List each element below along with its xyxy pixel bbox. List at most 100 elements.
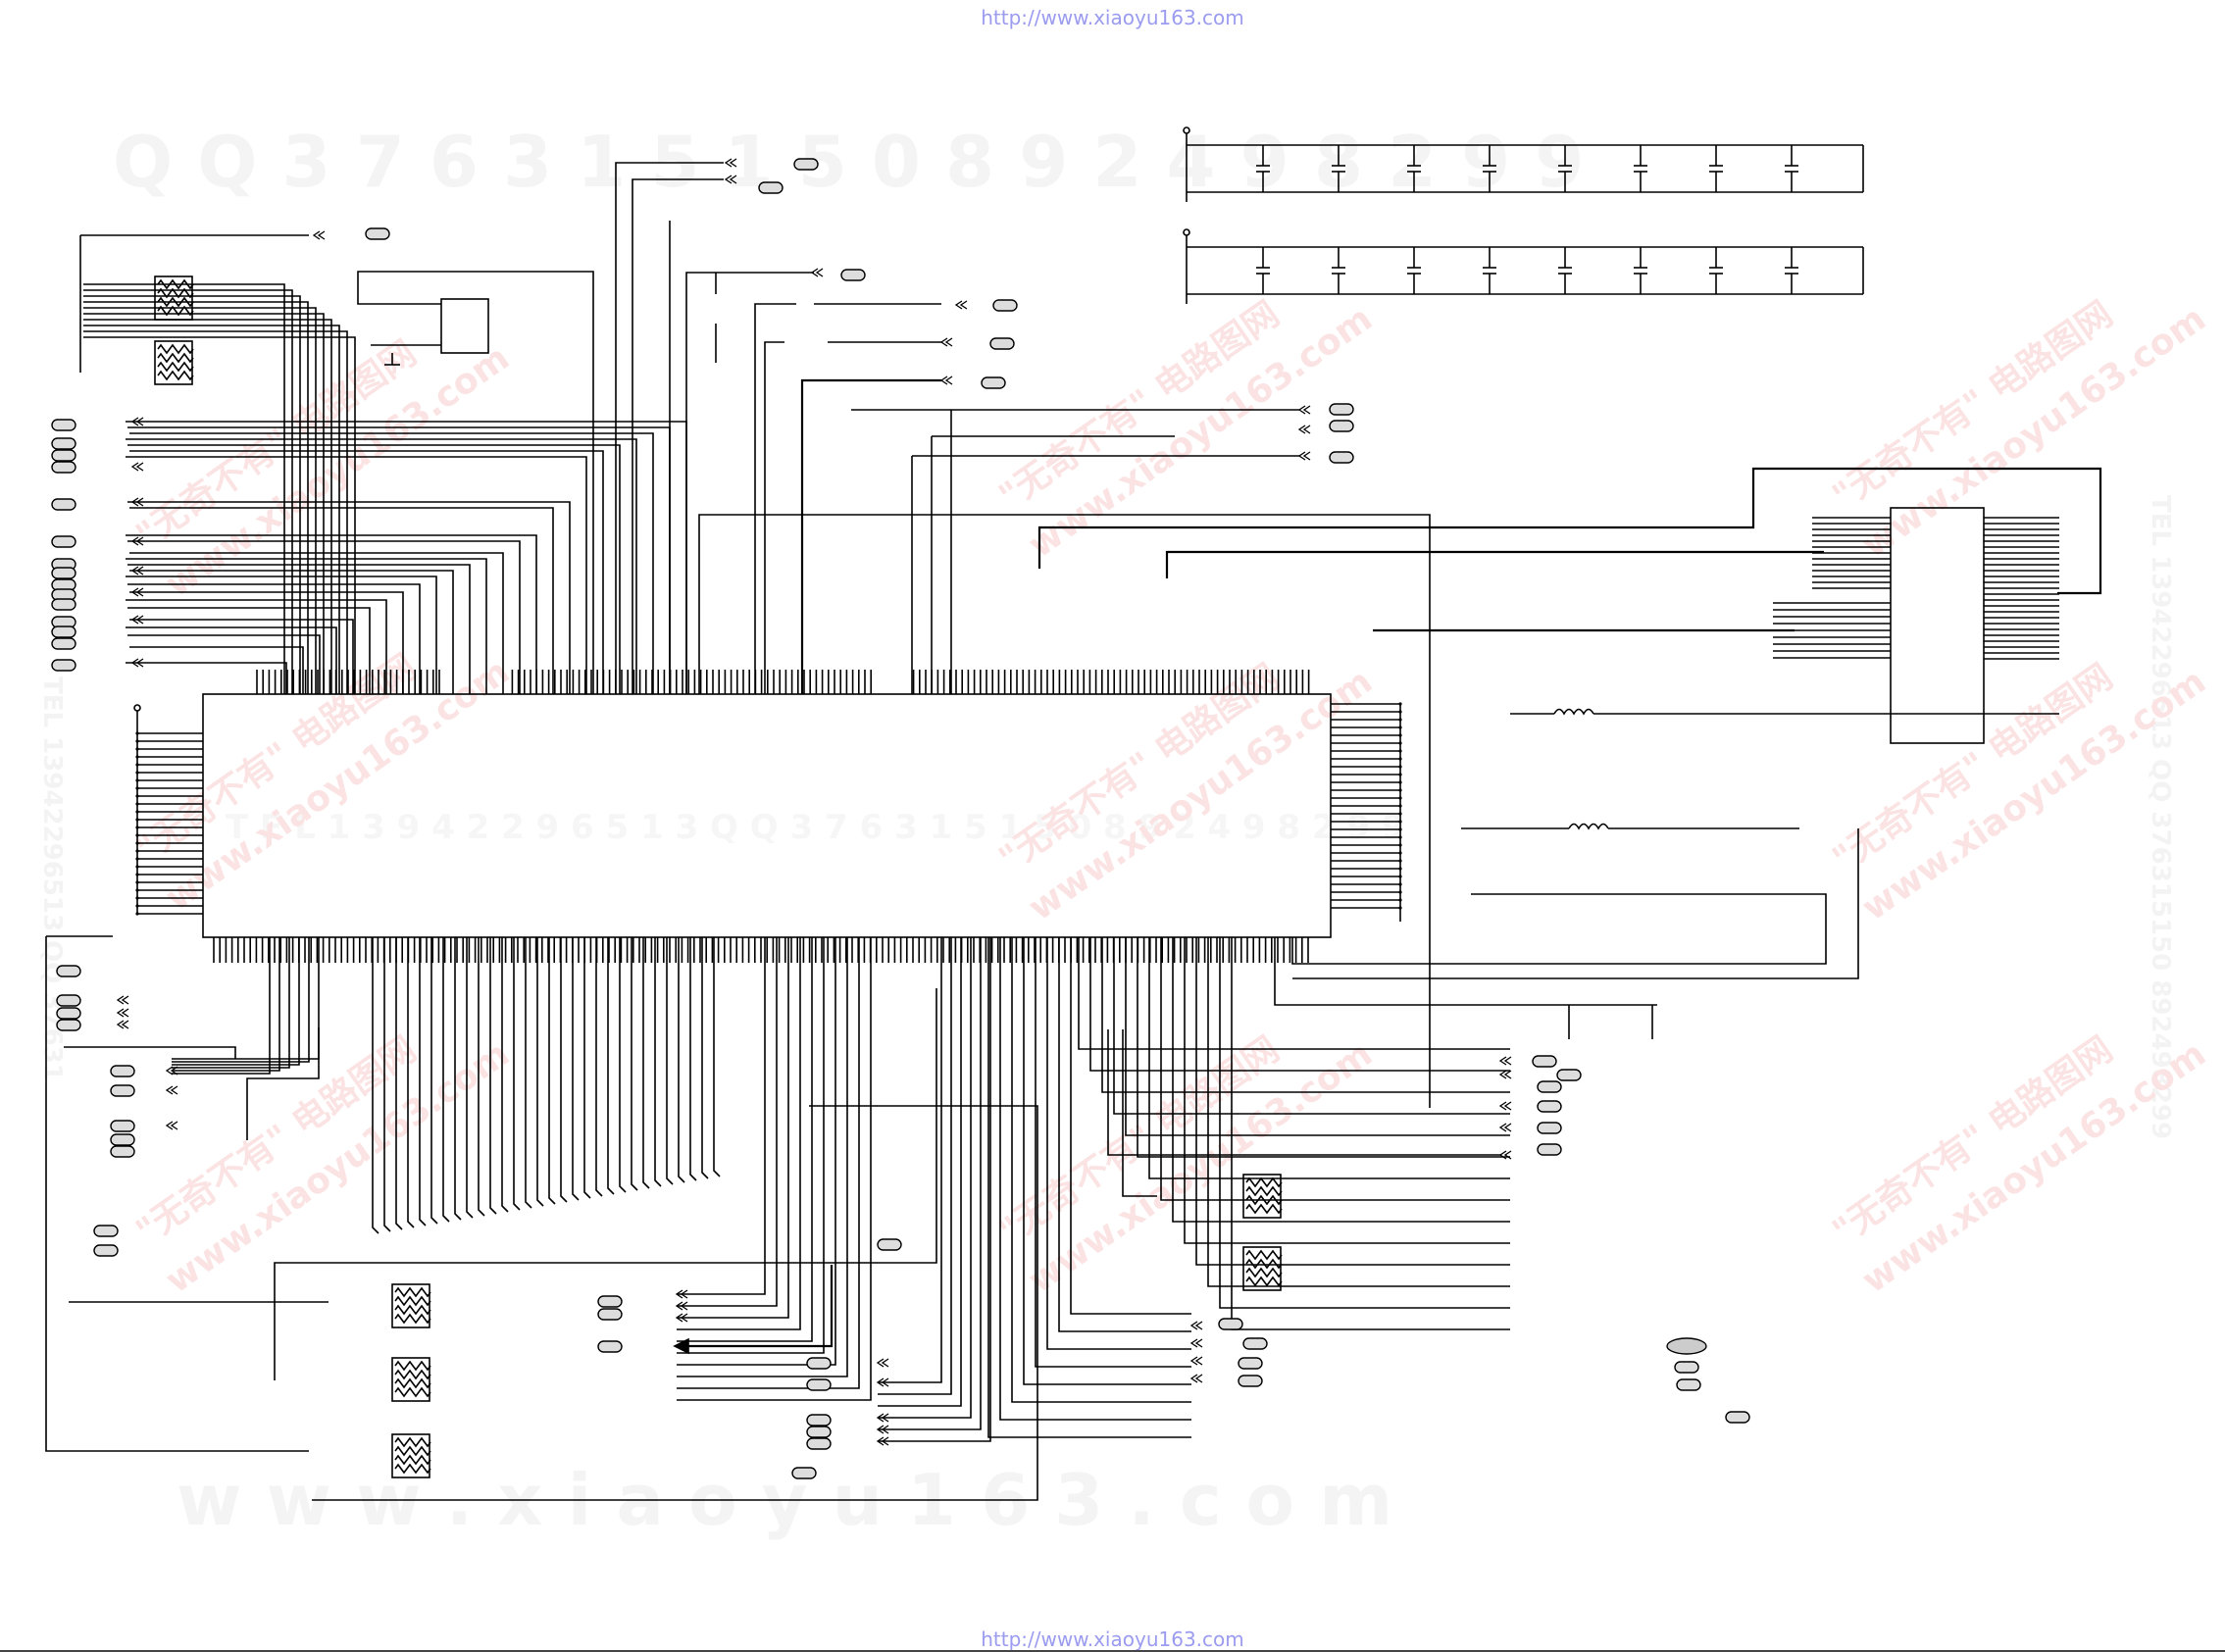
port-arrow xyxy=(939,337,948,347)
port-arrow xyxy=(675,1301,683,1311)
port-arrow xyxy=(116,1008,125,1018)
port-arrow xyxy=(1297,405,1306,415)
port-arrow xyxy=(876,1436,885,1446)
right-ic-body xyxy=(1890,507,1985,744)
port-marker-oval xyxy=(93,1225,119,1237)
port-arrow xyxy=(810,268,819,277)
port-marker-oval xyxy=(110,1120,135,1132)
port-marker-oval xyxy=(51,659,76,672)
port-marker-oval xyxy=(981,376,1006,389)
port-marker-oval xyxy=(56,965,81,977)
port-arrow xyxy=(1189,1321,1198,1330)
port-marker-oval xyxy=(806,1378,832,1391)
port-arrow xyxy=(675,1313,683,1323)
port-marker-oval xyxy=(365,227,390,240)
port-marker-oval xyxy=(1537,1122,1562,1134)
port-marker-oval xyxy=(758,181,784,194)
port-marker-oval xyxy=(791,1467,817,1479)
port-arrow xyxy=(1297,451,1306,461)
port-arrow xyxy=(1189,1356,1198,1366)
ic-bottom-pin-group xyxy=(213,937,1309,963)
port-marker-oval xyxy=(1329,451,1354,464)
port-marker-oval xyxy=(51,461,76,474)
port-arrow xyxy=(675,1289,683,1299)
port-marker-oval xyxy=(1242,1337,1268,1350)
port-arrow xyxy=(130,497,139,507)
port-arrow xyxy=(1498,1123,1507,1132)
port-arrow xyxy=(954,300,963,310)
port-marker-oval xyxy=(806,1437,832,1450)
port-marker-oval xyxy=(51,567,76,579)
port-marker-oval xyxy=(1238,1357,1263,1370)
small-ic-top xyxy=(440,298,489,354)
port-arrow xyxy=(165,1066,174,1076)
port-marker-oval xyxy=(51,498,76,511)
port-marker-oval xyxy=(93,1244,119,1257)
port-arrow xyxy=(165,1121,174,1130)
watermark-qq-top: Q Q 3 7 6 3 1 5 1 5 0 8 9 2 4 9 8 2 9 9 xyxy=(113,121,1584,203)
port-marker-oval xyxy=(1532,1055,1557,1068)
resistor-array-7 xyxy=(1242,1246,1282,1291)
ic-right-pin-group xyxy=(1331,702,1402,922)
port-arrow xyxy=(130,462,139,472)
resistor-array-6 xyxy=(1242,1174,1282,1219)
port-arrow xyxy=(116,1020,125,1029)
port-arrow xyxy=(1297,425,1306,434)
bottom-border xyxy=(0,1650,2225,1652)
port-marker-oval xyxy=(806,1414,832,1427)
port-arrow xyxy=(876,1358,885,1368)
port-arrow xyxy=(1189,1374,1198,1383)
bottom-bus-lines xyxy=(172,937,1510,1442)
highlight-oval xyxy=(1666,1337,1707,1355)
port-arrow xyxy=(724,158,733,168)
watermark-layer: Q Q 3 7 6 3 1 5 1 5 0 8 9 2 4 9 8 2 9 9 … xyxy=(37,121,2213,1541)
port-marker-oval xyxy=(51,535,76,548)
resistor-array-5 xyxy=(391,1433,430,1478)
port-arrow xyxy=(130,566,139,576)
port-arrow xyxy=(130,615,139,625)
port-arrow xyxy=(130,658,139,668)
port-marker-group xyxy=(51,158,1750,1479)
resistor-array-3 xyxy=(391,1283,430,1328)
resistor-array-2 xyxy=(154,340,193,385)
footer-url-link[interactable]: http://www.xiaoyu163.com xyxy=(981,1627,1244,1651)
watermark-side-right: TEL 13942296513 QQ 376315150 892498299 xyxy=(2146,495,2175,1139)
port-marker-oval xyxy=(1329,403,1354,416)
port-marker-oval xyxy=(1674,1361,1699,1374)
port-marker-oval xyxy=(51,626,76,638)
port-marker-oval xyxy=(51,637,76,650)
watermark-tel-middle: T E L 1 3 9 4 2 2 9 6 5 1 3 Q Q 3 7 6 3 … xyxy=(226,808,1405,847)
inductor-2 xyxy=(1568,823,1609,830)
port-arrow xyxy=(876,1425,885,1434)
port-marker-oval xyxy=(597,1295,623,1308)
port-marker-oval xyxy=(806,1426,832,1438)
port-marker-oval xyxy=(56,994,81,1007)
port-marker-oval xyxy=(56,1019,81,1031)
port-arrow xyxy=(876,1377,885,1387)
ic-top-pin-group xyxy=(256,670,1310,694)
port-marker-oval xyxy=(1218,1318,1243,1330)
port-marker-oval xyxy=(1537,1080,1562,1093)
port-arrow xyxy=(1498,1101,1507,1111)
port-arrow xyxy=(1189,1338,1198,1348)
port-arrow xyxy=(1498,1056,1507,1066)
port-marker-oval xyxy=(989,337,1015,350)
port-arrow xyxy=(130,536,139,546)
right-ribbon-a xyxy=(969,571,1116,694)
inductor-1 xyxy=(1553,708,1594,716)
port-marker-oval xyxy=(110,1084,135,1097)
port-marker-oval xyxy=(110,1133,135,1146)
port-marker-oval xyxy=(110,1065,135,1077)
resistor-array-zigzags xyxy=(157,278,1283,1475)
port-arrow xyxy=(876,1413,885,1423)
port-arrow xyxy=(116,995,125,1005)
port-arrow-group xyxy=(116,158,1512,1446)
port-arrow xyxy=(130,417,139,426)
port-marker-oval xyxy=(597,1340,623,1353)
port-marker-oval xyxy=(877,1238,902,1251)
port-marker-oval xyxy=(1537,1143,1562,1156)
header-url-link[interactable]: http://www.xiaoyu163.com xyxy=(981,6,1244,29)
port-marker-oval xyxy=(1556,1069,1582,1081)
port-marker-oval xyxy=(793,158,819,171)
